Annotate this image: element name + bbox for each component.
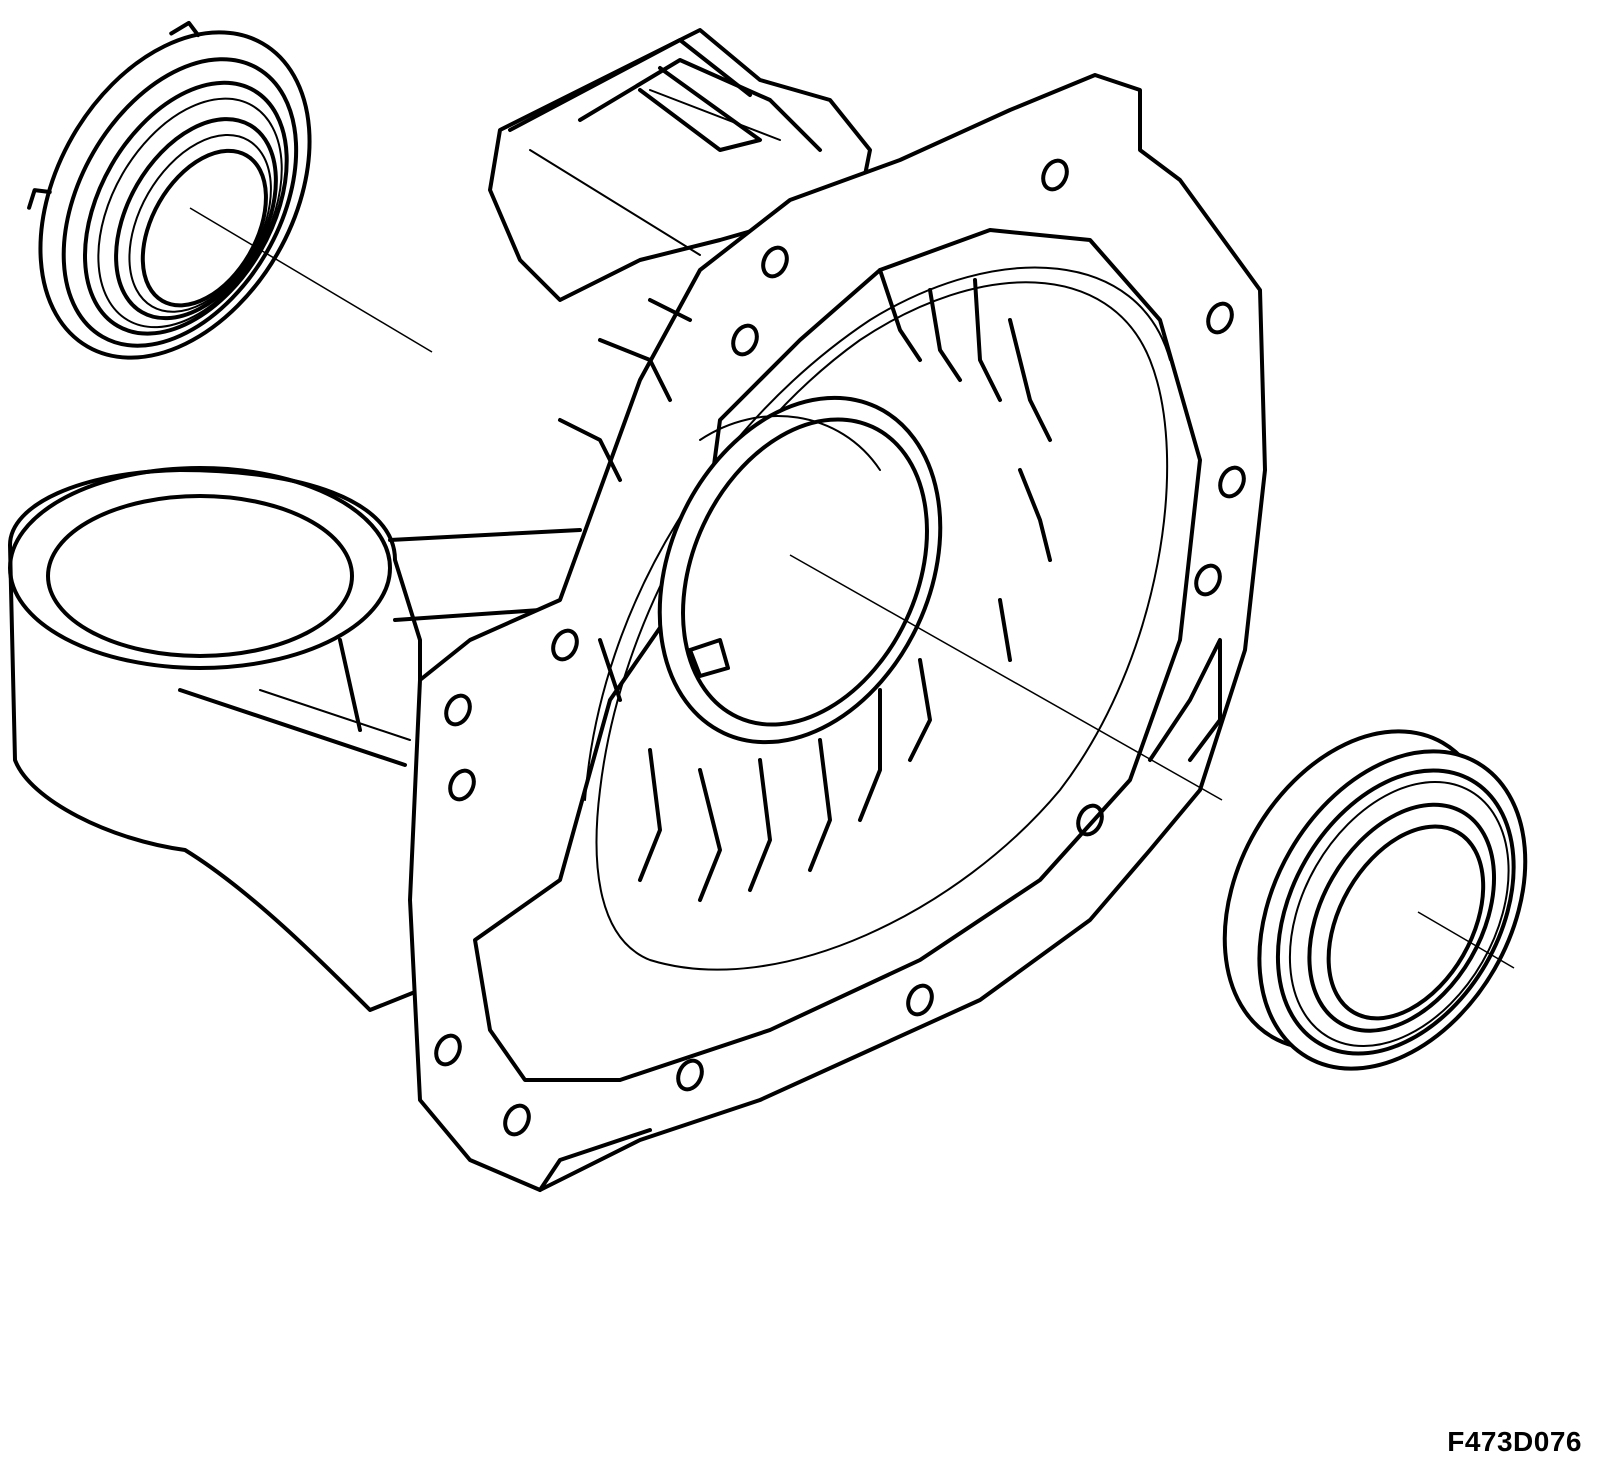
leader-seal-left xyxy=(189,207,433,353)
housing-upper-bracket xyxy=(488,28,872,302)
figure-code: F473D076 xyxy=(1447,1426,1582,1457)
leader-seal-right xyxy=(1417,911,1515,969)
bore-ribs xyxy=(558,268,1052,902)
center-bore xyxy=(657,395,943,745)
housing-lower-skirt xyxy=(538,638,1222,1192)
seal-right xyxy=(1222,729,1528,1071)
seal-left xyxy=(27,20,312,360)
bolt-holes xyxy=(434,158,1246,1137)
